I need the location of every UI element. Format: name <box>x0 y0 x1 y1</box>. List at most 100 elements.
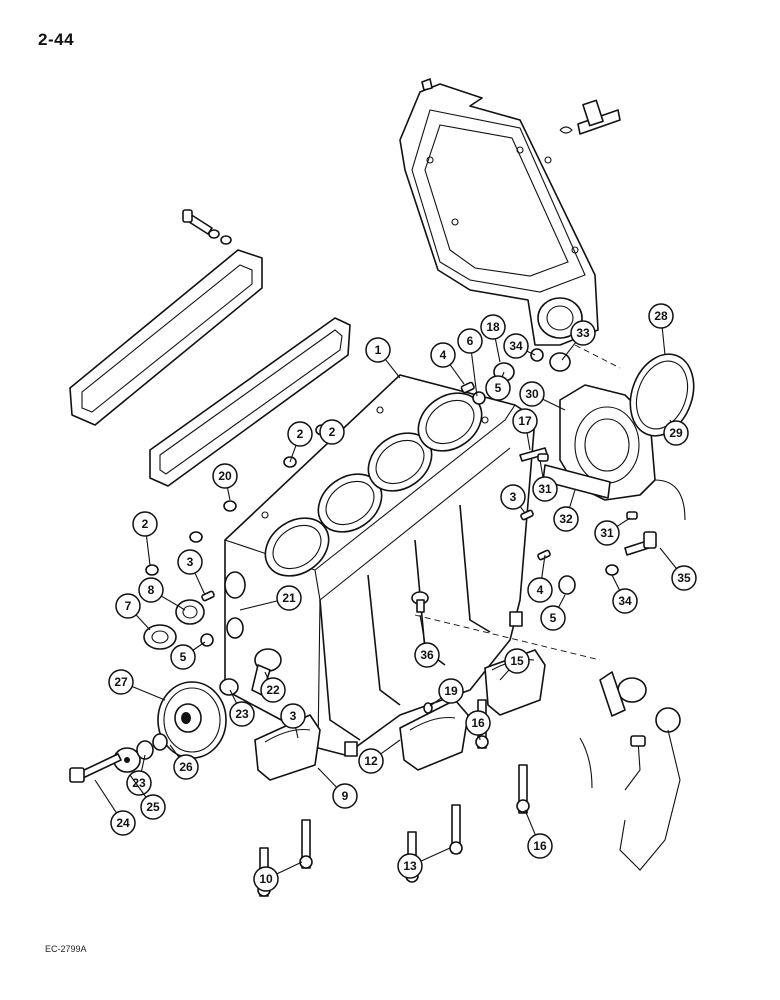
callout-circle <box>170 644 196 670</box>
callout-number: 9 <box>342 789 349 803</box>
callout-number: 34 <box>618 594 632 608</box>
callout-leader <box>539 459 544 478</box>
callout-29: 29 <box>663 419 689 446</box>
callout-number: 21 <box>282 591 296 605</box>
callout-circle <box>173 754 199 780</box>
callout-number: 32 <box>559 512 573 526</box>
callout-circle <box>110 810 136 836</box>
callout-25: 25 <box>129 774 166 820</box>
callout-leader <box>501 371 505 377</box>
callout-leader <box>131 686 166 701</box>
callout-leader <box>295 727 299 739</box>
callout-number: 5 <box>550 611 557 625</box>
callout-leader <box>135 614 151 631</box>
callout-number: 16 <box>471 716 485 730</box>
callout-2: 2 <box>132 511 158 566</box>
small-pin-lower <box>626 511 638 520</box>
callout-circle <box>260 677 286 703</box>
callout-circle <box>457 328 483 354</box>
callout-circle <box>540 605 566 631</box>
callout-leader <box>145 535 151 566</box>
callout-leader <box>94 779 117 814</box>
callout-circle <box>115 593 141 619</box>
callout-number: 23 <box>132 776 146 790</box>
callout-number: 5 <box>180 650 187 664</box>
callout-circle <box>212 463 238 489</box>
callout-31: 31 <box>594 517 631 546</box>
callout-5: 5 <box>170 641 206 670</box>
callout-leader <box>229 689 238 704</box>
callout-number: 4 <box>440 348 447 362</box>
rear-seal-washer <box>549 352 571 372</box>
callout-leader <box>499 669 510 681</box>
callout-circle <box>512 408 538 434</box>
callout-35: 35 <box>659 547 697 591</box>
callout-circle <box>397 853 423 879</box>
alignment-line-rear <box>574 344 621 369</box>
callout-leader <box>470 352 478 397</box>
callout-number: 2 <box>142 517 149 531</box>
callout-leader <box>526 432 531 451</box>
callout-circle <box>276 585 302 611</box>
callout-leader <box>264 671 269 680</box>
callout-17: 17 <box>512 408 538 451</box>
core-plug-lower <box>558 575 576 595</box>
callout-16: 16 <box>465 710 491 741</box>
dowel-upper <box>460 381 475 394</box>
callout-leader <box>616 517 631 527</box>
callout-number: 2 <box>329 425 336 439</box>
callout-circle <box>570 320 596 346</box>
callout-2: 2 <box>319 419 345 445</box>
callout-3: 3 <box>500 484 526 514</box>
main-bearing-cap-front <box>254 714 321 781</box>
callout-leader <box>611 574 621 591</box>
callout-33: 33 <box>561 320 596 361</box>
callout-leader <box>140 754 146 772</box>
callout-10: 10 <box>253 861 303 892</box>
callout-circle <box>594 520 620 546</box>
callout-circle <box>671 565 697 591</box>
callout-circle <box>253 866 279 892</box>
callout-number: 25 <box>146 800 160 814</box>
callout-number: 27 <box>114 675 128 689</box>
callout-1: 1 <box>365 337 401 379</box>
callout-number: 34 <box>509 339 523 353</box>
gear-washer-stack <box>113 733 168 773</box>
callout-circle <box>519 381 545 407</box>
callout-circle <box>465 710 491 736</box>
callout-circle <box>126 770 152 796</box>
callout-leader <box>558 594 566 608</box>
callout-number: 31 <box>538 482 552 496</box>
bolt-washer <box>605 564 619 576</box>
rear-seal-strip <box>542 464 611 499</box>
callout-number: 36 <box>420 648 434 662</box>
callout-circle <box>319 419 345 445</box>
callout-leader <box>449 364 465 385</box>
callout-leader <box>569 489 576 508</box>
callout-circle <box>177 549 203 575</box>
callout-leader <box>239 600 278 611</box>
callout-number: 30 <box>525 387 539 401</box>
callout-8: 8 <box>138 577 186 611</box>
callout-number: 16 <box>533 839 547 853</box>
callout-number: 10 <box>259 872 273 886</box>
callout-leader <box>161 595 186 611</box>
rear-housing <box>399 78 599 346</box>
callout-circle <box>663 420 689 446</box>
callout-number: 23 <box>235 707 249 721</box>
callout-20: 20 <box>212 463 238 501</box>
callout-number: 6 <box>467 334 474 348</box>
alignment-line <box>414 614 601 661</box>
callout-number: 19 <box>444 684 458 698</box>
callout-18: 18 <box>480 314 506 363</box>
callout-number: 33 <box>576 326 590 340</box>
callout-circle <box>287 421 313 447</box>
callout-number: 13 <box>403 859 417 873</box>
housing-dowel <box>544 156 552 164</box>
callout-leader <box>524 809 536 836</box>
callout-leader <box>226 487 231 501</box>
small-pin <box>537 453 549 462</box>
callout-5: 5 <box>540 594 566 631</box>
rear-housing-oring <box>530 348 544 362</box>
